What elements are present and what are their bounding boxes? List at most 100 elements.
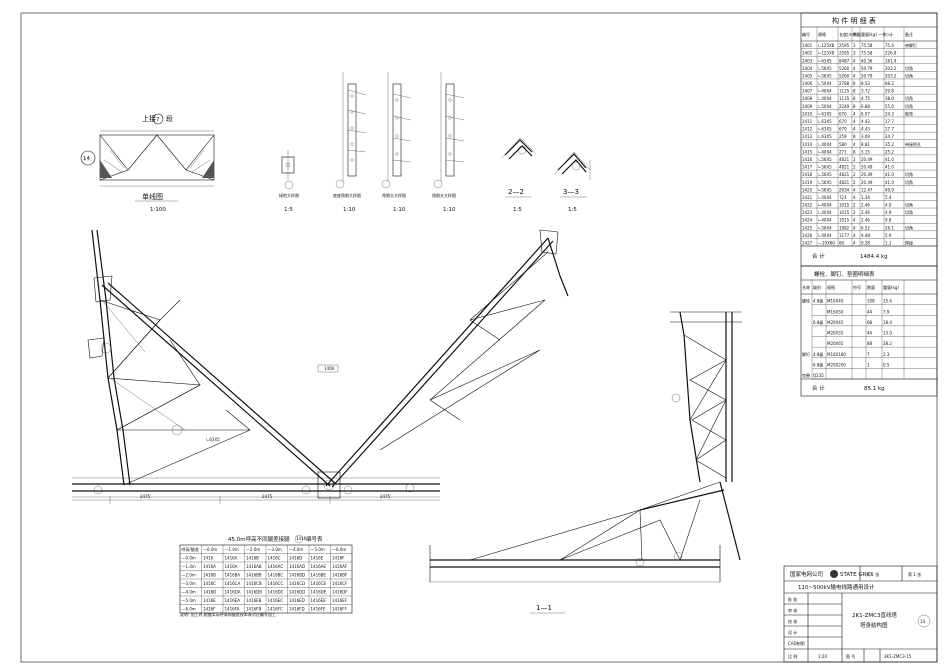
leg-cell: 1416AC	[268, 564, 284, 569]
parts-cell: ∟40X4	[818, 96, 832, 101]
leg-header: —1.0m	[225, 547, 239, 552]
bolt-header: 规格	[827, 284, 835, 290]
parts-cell: ∟56X5	[818, 172, 832, 177]
leg-cell: 1416EF	[332, 598, 348, 603]
parts-cell: 1408	[802, 96, 813, 101]
plan-outline	[99, 134, 215, 181]
parts-cell: 切角	[905, 224, 913, 230]
parts-cell: 1177	[839, 233, 850, 238]
parts-cell: 1015	[839, 203, 850, 208]
parts-cell: 5.9	[885, 233, 892, 238]
parts-cell: ∟40X4	[818, 203, 832, 208]
bolt-cell: 15.6	[883, 299, 892, 304]
leg-table-title: 45.0m呼高不同腿差接腿	[228, 535, 290, 543]
leg-cell: 1416CA	[225, 581, 241, 586]
bolt-cell: 脚钉	[802, 351, 810, 357]
parts-cell: 切角	[905, 209, 913, 215]
parts-cell: 3.09	[861, 134, 870, 139]
parts-cell: 1416	[802, 157, 813, 162]
leg-header: —5.0m	[311, 547, 325, 552]
leg-cell: 1416DB	[246, 590, 262, 595]
parts-cell: 4821	[839, 180, 850, 185]
parts-cell: 24.3	[885, 111, 894, 116]
parts-cell: 1413	[802, 134, 813, 139]
scale-value: 1:20	[818, 654, 827, 659]
leg-cell: 1416BE	[311, 573, 327, 578]
bolt-cell: 13.0	[883, 331, 892, 336]
leg-cell: 1416E	[203, 598, 216, 603]
bolt-table-title: 螺栓、脚钉、垫圈明细表	[814, 270, 875, 278]
parts-cell: 4	[853, 142, 856, 147]
parts-cell: 1125	[839, 89, 850, 94]
bolt-cell: M16X40	[827, 299, 844, 304]
parts-cell: 4	[853, 73, 856, 78]
leg-cell: 1416CE	[311, 581, 327, 586]
parts-cell: 1015	[839, 210, 850, 215]
parts-cell: 4821	[839, 157, 850, 162]
leg-table-title-suffix: 编号表	[306, 535, 323, 543]
parts-cell: 17.7	[885, 127, 894, 132]
parts-header: 规格	[818, 31, 826, 37]
dim-bottom-2: 2475	[262, 494, 273, 499]
drawing-title-2: 塔身结构图	[860, 621, 888, 629]
parts-cell: 1015	[839, 218, 850, 223]
parts-cell: 1406	[802, 81, 813, 86]
leg-cell: 1416CB	[246, 581, 262, 586]
bolt-cell: M20X200	[827, 362, 846, 367]
parts-cell: 0.28	[861, 241, 870, 246]
parts-cell: ∟56X5	[818, 66, 832, 71]
parts-cell: 1424	[802, 218, 813, 223]
parts-cell: ∟40X4	[818, 195, 832, 200]
drawing-mark: 14	[920, 619, 926, 624]
parts-cell: 580	[839, 142, 847, 147]
parts-cell: 20.49	[861, 180, 873, 185]
parts-cell: ∟63X5	[818, 134, 832, 139]
parts-cell: 5260	[839, 73, 850, 78]
parts-cell: 1402	[802, 51, 813, 56]
parts-cell: 1419	[802, 180, 813, 185]
leg-cell: —4.0m	[182, 590, 196, 595]
detail-scale-1: 1:5	[284, 207, 293, 213]
parts-cell: 12.47	[861, 187, 873, 192]
leg-cell: —0.0m	[182, 556, 196, 561]
bolt-table-total-value: 85.1 kg	[864, 386, 885, 392]
parts-cell: 8	[853, 134, 856, 139]
bolt-cell: Q235	[813, 373, 824, 378]
parts-cell: ∟56X5	[818, 157, 832, 162]
parts-cell: 切角	[905, 95, 913, 101]
leg-cell: 1416EB	[246, 598, 262, 603]
parts-cell: 8	[853, 96, 856, 101]
figure-no: 2K1-ZMC3-15	[884, 654, 912, 659]
leg-cell: 1416BB	[246, 573, 262, 578]
parts-cell: ∟125X8	[818, 43, 835, 48]
parts-cell: 68.2	[885, 81, 894, 86]
bolt-cell: 螺栓	[802, 298, 810, 304]
parts-cell: 8	[853, 149, 856, 154]
parts-header: 备注	[905, 31, 913, 37]
leg-cell: 1416BC	[268, 573, 284, 578]
leg-table-note: 说明: 加工时,根据实际呼高和腿差按本表对应编号加工	[180, 611, 276, 617]
leg-cell: 1416BF	[332, 573, 348, 578]
leg-cell: 1416D	[289, 556, 302, 561]
leg-cell: 1416AD	[289, 564, 305, 569]
parts-cell: ∟40X4	[818, 142, 832, 147]
parts-header: 长度(mm)	[839, 31, 858, 37]
bolt-header: 符号	[853, 284, 861, 290]
parts-cell: 4	[853, 127, 856, 132]
parts-cell: 50.79	[861, 66, 873, 71]
parts-cell: 4.9	[885, 203, 892, 208]
parts-cell: 1982	[839, 225, 850, 230]
parts-cell: ∟56X5	[818, 73, 832, 78]
parts-cell: 1407	[802, 89, 813, 94]
leg-cell: —3.0m	[182, 581, 196, 586]
parts-cell: 75.6	[885, 43, 894, 48]
leg-cell: 1416CF	[332, 581, 348, 586]
company-name: 国家电网公司	[790, 570, 823, 578]
parts-cell: 1415	[802, 149, 813, 154]
leg-cell: 1416DC	[268, 590, 284, 595]
leg-cell: 1416DA	[225, 590, 241, 595]
parts-cell: 1404	[802, 66, 813, 71]
parts-cell: 24.7	[885, 134, 894, 139]
leg-cell: 1416F	[203, 607, 216, 612]
parts-cell: ∟63X5	[818, 119, 832, 124]
